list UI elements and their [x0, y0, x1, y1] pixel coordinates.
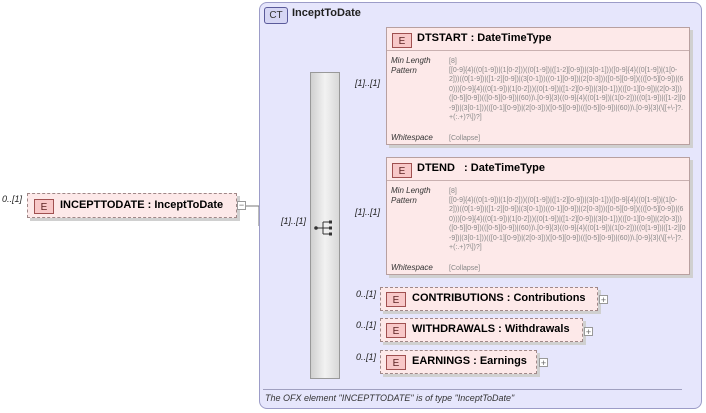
- footer-divider: [263, 389, 682, 390]
- withdrawals-label: WITHDRAWALS : Withdrawals: [412, 323, 570, 335]
- withdrawals-occurrence: 0..[1]: [356, 320, 377, 330]
- min-length-key: Min Length: [391, 56, 431, 65]
- sequence-compositor[interactable]: [310, 72, 340, 379]
- complex-type-badge: CT: [264, 7, 288, 24]
- pattern-key: Pattern: [391, 66, 417, 75]
- expand-icon[interactable]: +: [539, 358, 548, 368]
- earnings-occurrence: 0..[1]: [356, 352, 377, 362]
- earnings-label: EARNINGS : Earnings: [412, 355, 527, 367]
- dtstart-occurrence: [1]..[1]: [355, 78, 381, 88]
- divider: [387, 50, 689, 51]
- earnings-element[interactable]: E EARNINGS : Earnings: [380, 350, 537, 374]
- pattern-value: [[0-9]{4}((0[1-9])|(1[0-2]))((0[1-9])|([…: [449, 197, 686, 252]
- divider: [387, 180, 689, 181]
- root-element-label: INCEPTTODATE : InceptToDate: [60, 199, 224, 211]
- element-badge: E: [386, 323, 406, 338]
- dtstart-label: DTSTART : DateTimeType: [417, 32, 552, 44]
- min-length-value: [8]: [449, 188, 457, 195]
- expand-icon[interactable]: +: [584, 327, 593, 337]
- whitespace-value: [Collapse]: [449, 135, 481, 142]
- whitespace-key: Whitespace: [391, 263, 433, 272]
- collapse-icon[interactable]: −: [237, 200, 246, 210]
- complex-type-name: InceptToDate: [292, 7, 361, 19]
- withdrawals-element[interactable]: E WITHDRAWALS : Withdrawals: [380, 318, 583, 342]
- element-badge: E: [386, 355, 406, 370]
- dtend-occurrence: [1]..[1]: [355, 207, 381, 217]
- sequence-occurrence: [1]..[1]: [281, 216, 307, 226]
- root-element[interactable]: E INCEPTTODATE : InceptToDate: [27, 193, 237, 218]
- whitespace-key: Whitespace: [391, 133, 433, 142]
- contributions-occurrence: 0..[1]: [356, 289, 377, 299]
- element-badge: E: [392, 163, 412, 178]
- root-occurrence: 0..[1]: [2, 194, 23, 204]
- element-badge: E: [34, 199, 54, 214]
- element-badge: E: [392, 33, 412, 48]
- min-length-value: [8]: [449, 58, 457, 65]
- dtend-element[interactable]: E DTEND : DateTimeType Min Length [8] Pa…: [386, 157, 690, 275]
- dtend-label: DTEND : DateTimeType: [417, 162, 545, 174]
- pattern-value: [[0-9]{4}((0[1-9])|(1[0-2]))((0[1-9])|([…: [449, 67, 686, 122]
- min-length-key: Min Length: [391, 186, 431, 195]
- footer-caption: The OFX element "INCEPTTODATE" is of typ…: [265, 393, 515, 403]
- whitespace-value: [Collapse]: [449, 265, 481, 272]
- expand-icon[interactable]: +: [599, 295, 608, 305]
- pattern-key: Pattern: [391, 196, 417, 205]
- contributions-label: CONTRIBUTIONS : Contributions: [412, 292, 586, 304]
- element-badge: E: [386, 292, 406, 307]
- contributions-element[interactable]: E CONTRIBUTIONS : Contributions: [380, 287, 598, 311]
- dtstart-element[interactable]: E DTSTART : DateTimeType Min Length [8] …: [386, 27, 690, 145]
- sequence-icon: [314, 220, 332, 236]
